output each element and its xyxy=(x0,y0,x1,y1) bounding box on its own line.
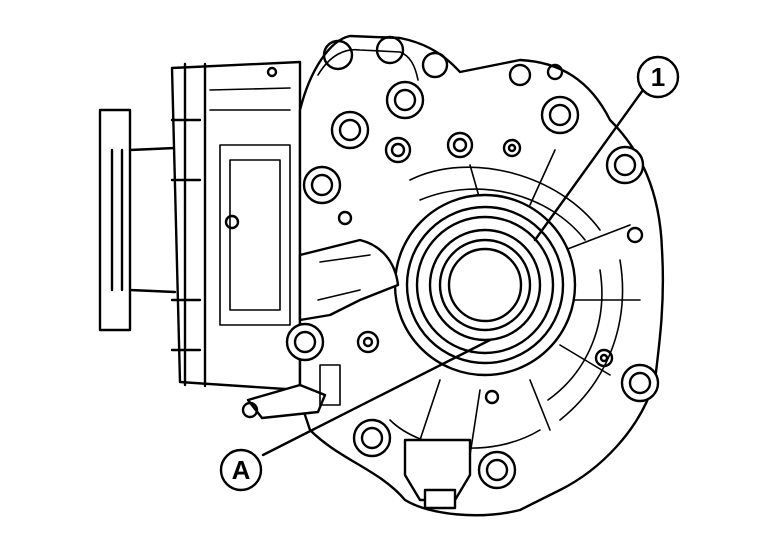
callout-a-label: A xyxy=(232,455,251,485)
bolt-small-4 xyxy=(356,330,380,354)
bolt-small-8 xyxy=(484,389,500,405)
shift-bracket xyxy=(241,238,400,420)
callout-1-label: 1 xyxy=(651,62,665,92)
bolt-bottom-left xyxy=(352,418,392,458)
bolt-left-lower xyxy=(285,322,325,362)
bolt-bottom xyxy=(477,450,517,490)
bottom-connector xyxy=(403,438,472,510)
bolt-small-3 xyxy=(502,138,522,158)
bolt-right-lower xyxy=(620,363,660,403)
bolt-left xyxy=(302,165,342,205)
case-bolts xyxy=(285,80,660,490)
bolt-small-1 xyxy=(384,136,412,164)
housing-block xyxy=(170,60,302,392)
mounting-lugs xyxy=(322,35,564,87)
bolt-small-2 xyxy=(446,131,474,159)
companion-flange xyxy=(98,108,177,332)
bolt-top-left xyxy=(330,110,370,150)
bolt-top xyxy=(385,80,425,120)
bolt-small-5 xyxy=(594,348,614,368)
leader-line-1 xyxy=(533,88,645,242)
bolt-top-right xyxy=(540,95,580,135)
leader-line-a xyxy=(261,338,492,457)
bolt-right-upper xyxy=(605,145,645,185)
callout-a: A xyxy=(219,448,263,492)
bolt-small-7 xyxy=(337,210,353,226)
bolt-small-6 xyxy=(626,226,644,244)
callout-1: 1 xyxy=(636,55,680,99)
